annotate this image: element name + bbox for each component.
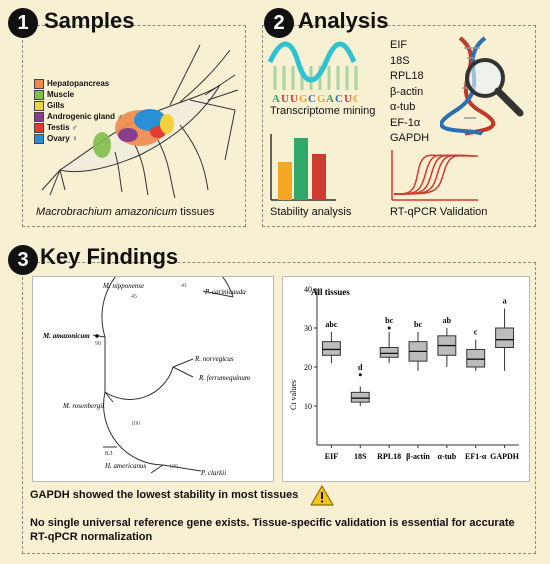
- x-tick-label: RPL18: [377, 452, 401, 461]
- legend-androgenic-gland: Androgenic gland ♂: [34, 111, 123, 122]
- finding-gapdh: GAPDH showed the lowest stability in mos…: [30, 489, 299, 501]
- x-tick-label: 18S: [354, 452, 367, 461]
- species-label: H. americanus: [104, 462, 146, 470]
- rna-base: A: [272, 93, 280, 104]
- tissue-legend: Hepatopancreas Muscle Gills Androgenic g…: [34, 78, 123, 144]
- step-1-badge: 1: [8, 8, 38, 38]
- outlier-point: [358, 373, 362, 377]
- legend-hepatopancreas: Hepatopancreas: [34, 78, 123, 89]
- y-axis-label: Ct values: [289, 380, 298, 410]
- samples-title: Samples: [44, 8, 135, 33]
- box: [379, 347, 399, 358]
- rna-base: U: [344, 93, 352, 104]
- rna-base: U: [281, 93, 289, 104]
- rna-base: U: [290, 93, 298, 104]
- dna-magnifier-icon: [440, 36, 524, 136]
- species-label: R. ferrumequinum: [198, 374, 250, 382]
- prawn-illustration: [41, 44, 239, 199]
- analysis-title: Analysis: [298, 8, 389, 33]
- x-tick-label: EF1-α: [465, 452, 487, 461]
- bootstrap-value: 41: [181, 283, 187, 289]
- legend-swatch: [34, 100, 44, 111]
- stability-label: Stability analysis: [270, 206, 352, 218]
- significance-letter: c: [474, 328, 478, 337]
- bootstrap-value: 100: [131, 421, 140, 427]
- x-tick-label: β-actin: [406, 452, 430, 461]
- legend-ovary: Ovary ♀: [34, 133, 123, 144]
- highlight-marker: [95, 334, 99, 338]
- species-label: M. rosenbergii: [62, 402, 104, 410]
- step-2-badge: 2: [264, 8, 294, 38]
- legend-testis: Testis ♂: [34, 122, 123, 133]
- samples-caption: Macrobrachium amazonicum tissues: [36, 206, 215, 218]
- bootstrap-value: 98: [95, 341, 101, 347]
- box: [321, 341, 341, 356]
- gene-item: β-actin: [390, 85, 424, 98]
- bootstrap-value: 100: [169, 464, 178, 470]
- gene-item: 18S: [390, 54, 410, 67]
- rna-base: C: [308, 93, 316, 104]
- legend-swatch: [34, 78, 44, 89]
- gene-item: α-tub: [390, 101, 416, 113]
- chart-title: All tissues: [311, 287, 350, 297]
- legend-muscle: Muscle: [34, 89, 123, 100]
- legend-swatch: [34, 89, 44, 100]
- step-3-badge: 3: [8, 245, 38, 275]
- rna-base: G: [299, 93, 308, 104]
- phylogenetic-tree: M. nipponense P. carinicauda M. amazonic…: [42, 249, 250, 477]
- species-label: P. clarkii: [200, 469, 226, 477]
- x-tick-label: GAPDH: [490, 452, 520, 461]
- rtqpcr-icon: [391, 150, 479, 201]
- rna-base: A: [326, 93, 334, 104]
- outlier-point: [387, 326, 391, 330]
- rna-base: G: [353, 93, 358, 104]
- gene-list: EIF 18S RPL18 β-actin α-tub EF-1α GAPDH: [390, 38, 429, 147]
- y-tick-label: 30: [304, 324, 312, 333]
- findings-title: Key Findings: [40, 244, 179, 269]
- species-label: R. norvegicus: [194, 355, 234, 363]
- ct-values-boxplot: All tissues Ct values 10203040abcEIFd18S…: [289, 285, 520, 461]
- legend-gills: Gills: [34, 100, 123, 111]
- warning-icon: [310, 485, 334, 506]
- x-tick-label: EIF: [325, 452, 338, 461]
- bootstrap-value: 45: [131, 294, 137, 300]
- gene-item: EIF: [390, 39, 408, 51]
- stability-chart-icon: [270, 134, 336, 201]
- transcriptome-label: Transcriptome mining: [270, 105, 376, 117]
- rna-base: C: [335, 93, 343, 104]
- species-label: M. nipponense: [102, 282, 144, 290]
- significance-letter: d: [358, 363, 363, 372]
- phylogenetic-tree-card: M. nipponense P. carinicauda M. amazonic…: [32, 249, 274, 482]
- gene-item: EF-1α: [390, 116, 421, 129]
- box: [495, 327, 515, 348]
- y-tick-label: 20: [304, 363, 312, 372]
- analysis-panel: [262, 25, 536, 227]
- findings-panel: [22, 262, 536, 554]
- y-tick-label: 40: [304, 285, 312, 294]
- gene-item: RPL18: [390, 70, 424, 82]
- legend-swatch: [34, 111, 44, 122]
- x-tick-label: α-tub: [438, 452, 457, 461]
- significance-letter: a: [503, 297, 507, 306]
- gene-item: GAPDH: [390, 132, 430, 144]
- significance-letter: ab: [443, 316, 452, 325]
- significance-letter: abc: [325, 320, 337, 329]
- rna-base: G: [317, 93, 326, 104]
- significance-letter: bc: [385, 316, 393, 325]
- legend-swatch: [34, 133, 44, 144]
- scale-bar-label: 0.3: [105, 451, 113, 457]
- finding-universal: No single universal reference gene exist…: [30, 517, 515, 543]
- legend-swatch: [34, 122, 44, 133]
- samples-panel: [22, 25, 246, 227]
- rtqpcr-label: RT-qPCR Validation: [390, 206, 488, 218]
- box: [466, 348, 486, 368]
- species-label: P. carinicauda: [204, 288, 246, 296]
- species-label-highlight: M. amazonicum: [42, 332, 90, 340]
- significance-letter: bc: [414, 320, 422, 329]
- y-tick-label: 10: [304, 402, 312, 411]
- box: [350, 391, 370, 403]
